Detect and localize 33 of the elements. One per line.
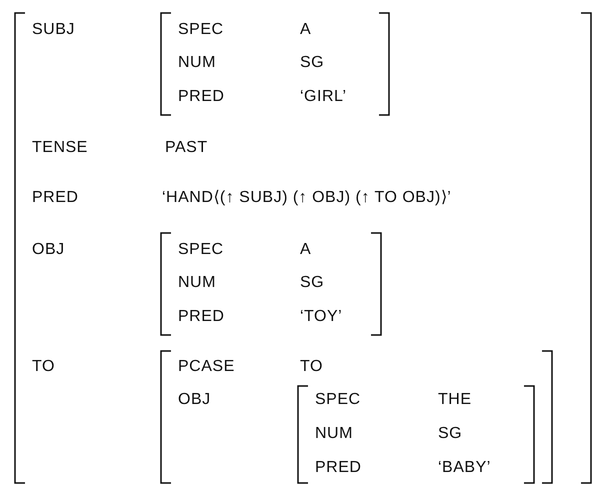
bracket-matrix xyxy=(14,12,592,484)
feature-text: PAST xyxy=(165,138,208,158)
feature-text: SG xyxy=(300,273,324,293)
attribute-name: PRED xyxy=(315,458,362,478)
feature-text: ‘GIRL’ xyxy=(300,87,347,107)
attribute-name: PRED xyxy=(178,87,224,107)
feature-text: THE xyxy=(438,390,472,410)
feature-text: TO xyxy=(300,357,323,377)
feature-text: PRED xyxy=(32,188,78,208)
feature-text: TENSE xyxy=(32,138,88,158)
attribute-name: PRED xyxy=(178,307,224,327)
attribute-name: NUM xyxy=(315,424,353,444)
feature-text: TO xyxy=(32,357,55,377)
feature-text: SG xyxy=(438,424,462,444)
bracket-matrix xyxy=(297,385,535,484)
feature-text: SG xyxy=(300,53,324,73)
attribute-name: NUM xyxy=(178,53,216,73)
attribute-name: OBJ xyxy=(178,390,211,410)
attribute-name: PCASE xyxy=(178,357,235,377)
attribute-name: SPEC xyxy=(178,240,224,260)
feature-text: A xyxy=(300,240,312,260)
attribute-name: NUM xyxy=(178,273,216,293)
bracket-matrix xyxy=(160,12,390,116)
feature-text: ‘HAND⟨(↑ SUBJ) (↑ OBJ) (↑ TO OBJ)⟩’ xyxy=(162,188,452,208)
feature-text: OBJ xyxy=(32,240,65,260)
bracket-matrix xyxy=(160,232,382,336)
bracket-matrix xyxy=(160,350,553,484)
feature-text: ‘BABY’ xyxy=(438,458,491,478)
feature-text: A xyxy=(300,20,312,40)
attribute-name: SPEC xyxy=(315,390,361,410)
feature-text: ‘TOY’ xyxy=(300,307,342,327)
feature-text: SUBJ xyxy=(32,20,75,40)
attribute-name: SPEC xyxy=(178,20,224,40)
